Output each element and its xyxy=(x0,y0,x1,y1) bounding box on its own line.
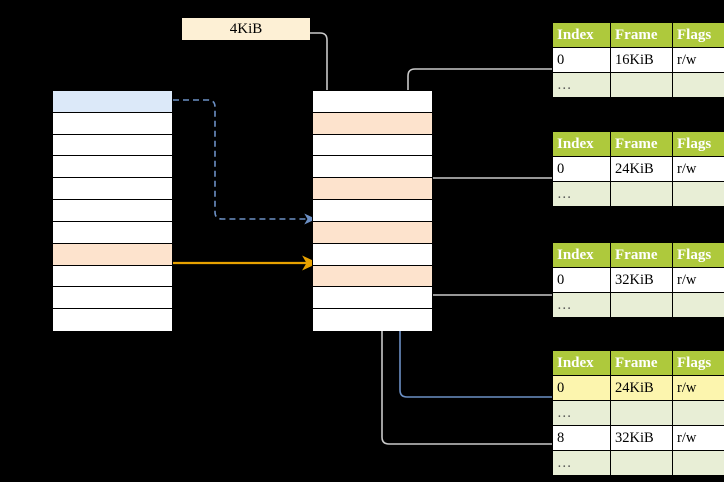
virtual-page-row-3 xyxy=(53,156,172,179)
page-table-1-row: … xyxy=(552,72,724,98)
physical-frame-row-10 xyxy=(313,309,432,331)
page-table-4-r3-flags xyxy=(672,450,724,476)
page-table-4-header-flags: Flags xyxy=(672,350,724,376)
chip-4kib: 4KiB xyxy=(182,18,310,40)
page-table-1-r1-flags xyxy=(672,72,724,98)
page-table-4-r0-frame: 24KiB xyxy=(610,375,673,401)
page-table-4-r2-frame: 32KiB xyxy=(610,425,673,451)
wire-left-row0-to-middle xyxy=(173,99,317,225)
physical-frame-row-6 xyxy=(313,221,432,244)
page-table-2-r1-index: … xyxy=(552,181,611,207)
wire-table3-to-middle xyxy=(414,265,552,296)
page-table-1-r0-flags: r/w xyxy=(672,47,724,73)
page-table-3-r1-index: … xyxy=(552,292,611,318)
page-table-1-header-flags: Flags xyxy=(672,22,724,48)
page-table-4-row: … xyxy=(552,400,724,426)
virtual-page-row-5 xyxy=(53,200,172,222)
page-table-3-r0-index: 0 xyxy=(552,267,611,293)
page-table-3-header-index: Index xyxy=(552,242,611,268)
page-table-3-header-frame: Frame xyxy=(610,242,673,268)
page-table-1-header-index: Index xyxy=(552,22,611,48)
wire-table2-to-middle xyxy=(414,177,552,228)
page-table-2-header-flags: Flags xyxy=(672,131,724,157)
page-table-3-r1-frame xyxy=(610,292,673,318)
page-table-2-row: … xyxy=(552,181,724,207)
physical-frame-row-9 xyxy=(313,287,432,310)
virtual-page-row-9 xyxy=(53,287,172,310)
page-table-2-r0-frame: 24KiB xyxy=(610,156,673,182)
page-table-4-r1-index: … xyxy=(552,400,611,426)
page-table-2-r0-index: 0 xyxy=(552,156,611,182)
virtual-page-row-10 xyxy=(53,309,172,331)
page-table-4-row: … xyxy=(552,450,724,476)
physical-frame-row-4 xyxy=(313,178,432,201)
page-table-1-r1-index: … xyxy=(552,72,611,98)
virtual-page-row-0 xyxy=(53,91,172,113)
page-table-3-r0-frame: 32KiB xyxy=(610,267,673,293)
page-table-4-r2-index: 8 xyxy=(552,425,611,451)
physical-frame-row-8 xyxy=(313,265,432,288)
page-table-4-r3-frame xyxy=(610,450,673,476)
page-table-1-r1-frame xyxy=(610,72,673,98)
page-table-4-r2-flags: r/w xyxy=(672,425,724,451)
page-table-2-header-index: Index xyxy=(552,131,611,157)
virtual-page-row-4 xyxy=(53,178,172,201)
page-table-3-header-flags: Flags xyxy=(672,242,724,268)
page-table-4-r1-flags xyxy=(672,400,724,426)
virtual-page-row-8 xyxy=(53,265,172,288)
virtual-page-row-6 xyxy=(53,221,172,244)
virtual-address-space-table xyxy=(52,90,173,331)
physical-frame-row-1 xyxy=(313,112,432,135)
page-table-1-header-frame: Frame xyxy=(610,22,673,48)
physical-frame-row-5 xyxy=(313,200,432,222)
page-table-2-r1-frame xyxy=(610,181,673,207)
page-table-3-r0-flags: r/w xyxy=(672,267,724,293)
chip-4kib-label: 4KiB xyxy=(229,20,263,37)
page-table-2-r1-flags xyxy=(672,181,724,207)
page-table-4-r3-index: … xyxy=(552,450,611,476)
page-table-4-header-frame: Frame xyxy=(610,350,673,376)
physical-frame-row-7 xyxy=(313,243,432,266)
physical-frame-row-3 xyxy=(313,156,432,179)
page-table-1-r0-frame: 16KiB xyxy=(610,47,673,73)
page-table-4-r0-index: 0 xyxy=(552,375,611,401)
page-table-4-r1-frame xyxy=(610,400,673,426)
page-table-2-header-frame: Frame xyxy=(610,131,673,157)
physical-frame-row-0 xyxy=(313,91,432,113)
virtual-page-row-1 xyxy=(53,112,172,135)
page-table-4-r0-flags: r/w xyxy=(672,375,724,401)
page-table-1-r0-index: 0 xyxy=(552,47,611,73)
virtual-page-row-7 xyxy=(53,243,172,266)
page-table-3-row: … xyxy=(552,292,724,318)
physical-frame-row-2 xyxy=(313,134,432,157)
virtual-page-row-2 xyxy=(53,134,172,157)
page-table-2-r0-flags: r/w xyxy=(672,156,724,182)
physical-memory-table xyxy=(312,90,433,331)
page-table-4-header-index: Index xyxy=(552,350,611,376)
page-table-3-r1-flags xyxy=(672,292,724,318)
